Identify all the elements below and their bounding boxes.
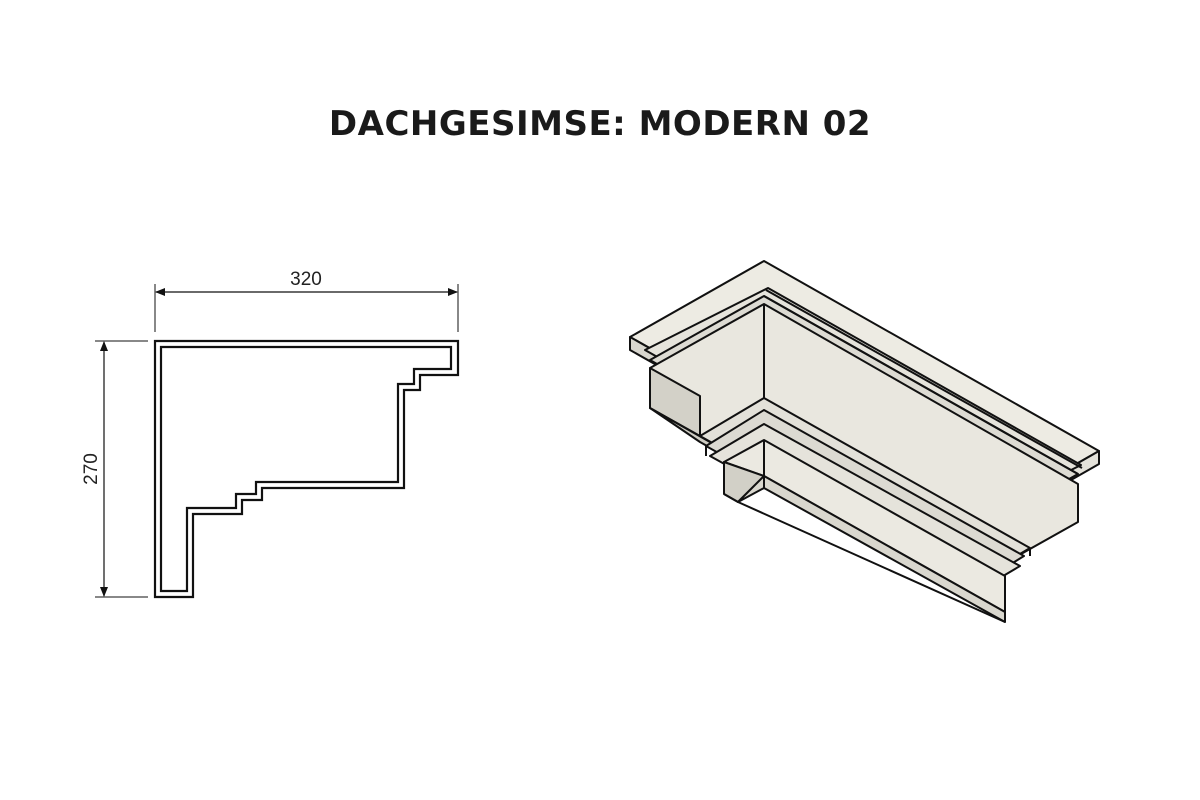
page-title: DACHGESIMSE: MODERN 02	[328, 104, 872, 144]
cornice-3d-view	[629, 260, 1100, 623]
width-dimension-label: 320	[290, 269, 322, 290]
width-dimension: 320	[154, 269, 459, 332]
height-dimension-label: 270	[81, 453, 102, 485]
profile-outline-inner	[159, 345, 453, 593]
profile-section	[153, 339, 460, 599]
profile-outline-outer	[153, 339, 460, 599]
height-dimension: 270	[81, 340, 148, 598]
